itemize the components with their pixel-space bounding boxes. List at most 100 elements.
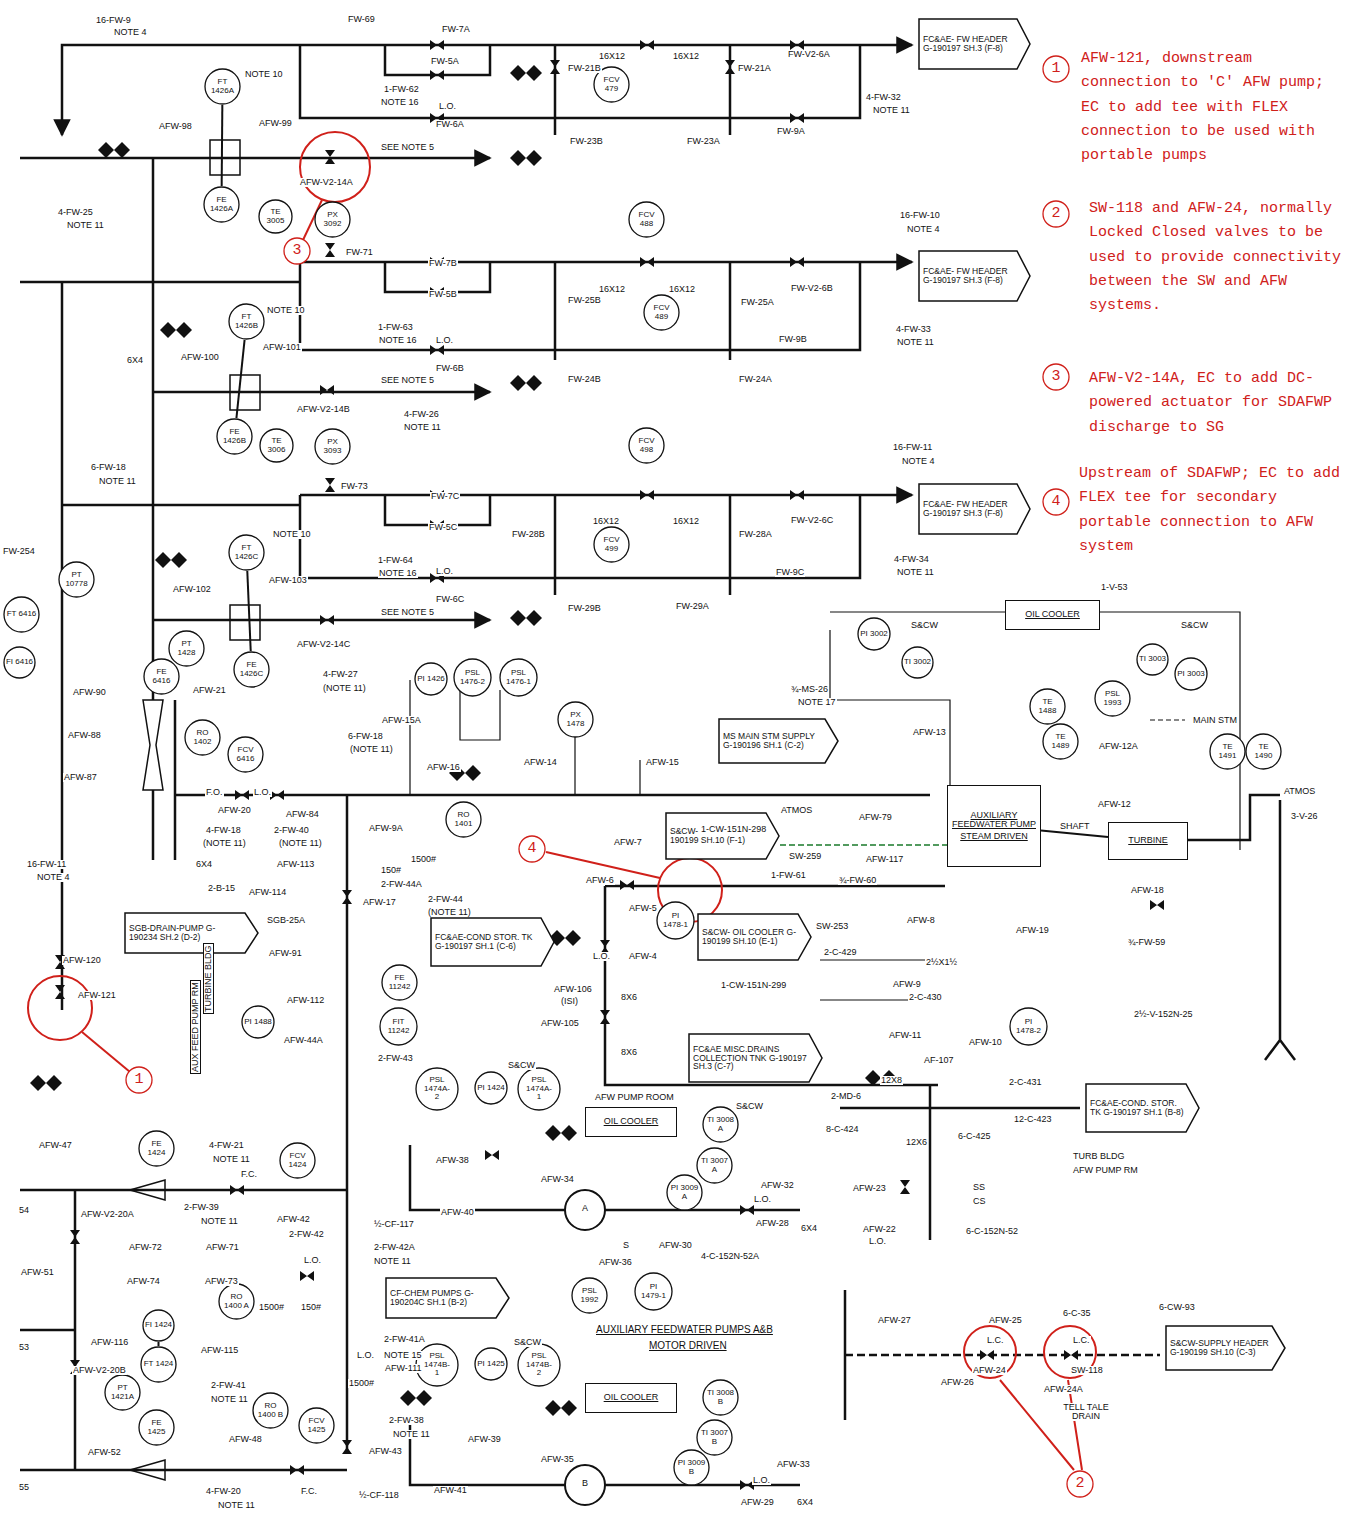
tag-label: AFW-117 <box>865 855 904 864</box>
tag-label: AFW-15A <box>381 716 422 725</box>
connector-outline <box>919 19 1030 69</box>
drawing-part <box>155 552 187 568</box>
tag-label: NOTE 16 <box>380 98 420 107</box>
drawing-part <box>790 113 804 123</box>
tag-label: 1500# <box>348 1379 375 1388</box>
instrument-bubble: RO 1402 <box>184 719 221 756</box>
tag-label: ATMOS <box>780 806 813 815</box>
drawing-part <box>20 157 490 160</box>
node-text: FC&AE- FW HEADER G-190197 SH.3 (F-8) <box>923 35 1015 53</box>
node-text: 2 <box>1075 1476 1084 1492</box>
tag-label: AFW-103 <box>268 576 308 585</box>
tag-label: AFW-V2-14A <box>299 178 354 187</box>
node-text: FE 6416 <box>147 668 177 685</box>
callout-number: 2 <box>1066 1470 1094 1498</box>
tag-label: AFW-115 <box>200 1346 239 1355</box>
node-text: FE 1426A <box>207 196 237 213</box>
drawing-part <box>980 1350 994 1360</box>
drawing-part <box>430 70 444 80</box>
tag-label: AFW-71 <box>205 1243 240 1252</box>
tag-label: AFW-4 <box>628 952 658 961</box>
drawing-part <box>153 158 175 860</box>
tag-label: 16X12 <box>672 517 700 526</box>
instrument-bubble: PT 1421A <box>104 1374 141 1411</box>
drawing-part <box>546 852 660 878</box>
node-text: FCV 489 <box>647 304 677 321</box>
tag-label: FW-7C <box>430 492 460 501</box>
node-text: FE 1426B <box>220 428 250 445</box>
tag-label: AFW-101 <box>262 343 302 352</box>
tag-label: 2½X1½ <box>925 958 958 967</box>
node-text: FI 1424 <box>145 1321 172 1329</box>
tag-label: FW-69 <box>347 15 376 24</box>
tag-label: AFW-7 <box>613 838 643 847</box>
tag-label: F.C. <box>300 1487 318 1496</box>
instrument-bubble: PSL 1474A-1 <box>517 1067 561 1111</box>
tag-label: 6X4 <box>800 1224 818 1233</box>
tag-label: AFW-73 <box>204 1277 239 1286</box>
tag-label: FW-V2-6A <box>787 50 831 59</box>
drawing-part <box>300 495 860 578</box>
drawing-part <box>790 40 804 50</box>
auxiliary-piping <box>410 612 1240 1000</box>
tag-label: FW-9B <box>778 335 808 344</box>
tag-label: L.O. <box>752 1476 771 1485</box>
tag-label: AFW-48 <box>228 1435 263 1444</box>
tag-label: AFW-V2-14B <box>296 405 351 414</box>
tag-label: FW-7B <box>428 259 458 268</box>
bubble-outline <box>1067 1471 1093 1497</box>
tag-label: AFW-116 <box>90 1338 129 1347</box>
bubble-outline <box>380 1008 417 1045</box>
instrument-bubble: TI 3008 B <box>702 1379 739 1416</box>
instrument-bubble: FE 11242 <box>381 964 418 1001</box>
tag-label: AFW-84 <box>285 810 320 819</box>
tag-label: FW-24B <box>567 375 602 384</box>
tag-label: (ISI) <box>560 997 579 1006</box>
instrument-bubble: TI 3002 <box>901 646 934 679</box>
drawing-part <box>605 1209 800 1212</box>
tag-label: AFW-102 <box>172 585 212 594</box>
node-text: PI 1479-1 <box>639 1283 669 1300</box>
tag-label: AFW-111 <box>384 1364 423 1373</box>
tag-label: 16X12 <box>668 285 696 294</box>
connector-outline <box>431 918 554 966</box>
callout-number: 4 <box>518 835 546 863</box>
tag-label: L.O. <box>253 788 272 797</box>
tag-label: 2-FW-38 <box>388 1416 425 1425</box>
tag-label: 2-C-431 <box>1008 1078 1043 1087</box>
tag-label: 1-CW-151N-298 <box>700 825 767 834</box>
tag-label: AFW-91 <box>268 949 303 958</box>
tag-label: AFW-11 <box>888 1031 922 1040</box>
tag-label: 4-FW-25 <box>57 208 94 217</box>
bubble-outline <box>228 737 263 772</box>
steam-line <box>780 844 947 846</box>
tag-label: AFW-16 <box>426 763 461 772</box>
drawing-part <box>175 794 930 797</box>
node-text: FT 1424 <box>144 1360 174 1368</box>
tag-label: NOTE 11 <box>373 1257 412 1266</box>
drawing-part <box>290 1465 304 1475</box>
instrument-bubble: RO 1401 <box>445 801 482 838</box>
drawing-part <box>385 45 490 75</box>
instrument-bubble: PSL 1993 <box>1094 680 1131 717</box>
node-text: SGB-DRAIN-PUMP G-190234 SH.2 (D-2) <box>129 924 243 942</box>
node-text: FCV 498 <box>632 437 662 454</box>
tag-label: L.O. <box>592 952 611 961</box>
node-text: FIT 11242 <box>384 1018 414 1035</box>
tag-label: 2-MD-6 <box>830 1092 862 1101</box>
node-text: TE 1489 <box>1046 733 1076 750</box>
tag-label: AFW-17 <box>362 898 397 907</box>
tag-label: AFW-V2-20B <box>72 1366 127 1375</box>
tag-label: AFW-39 <box>467 1435 502 1444</box>
node-text: OIL COOLER <box>1025 610 1080 619</box>
tag-label: 55 <box>18 1483 30 1492</box>
bubble-outline <box>1095 681 1130 716</box>
tag-label: 2-FW-42A <box>373 1243 416 1252</box>
bubble-outline <box>594 527 629 562</box>
tag-label: 16X12 <box>672 52 700 61</box>
off-page-connector: S&CW-SUPPLY HEADER G-190199 SH.10 (C-3) <box>1165 1325 1286 1371</box>
drawing-part <box>845 1354 1160 1357</box>
node-text: FE 11242 <box>385 974 415 991</box>
callout-note: Upstream of SDAFWP; EC to add FLEX tee f… <box>1078 462 1355 559</box>
drawing-part <box>510 65 542 81</box>
